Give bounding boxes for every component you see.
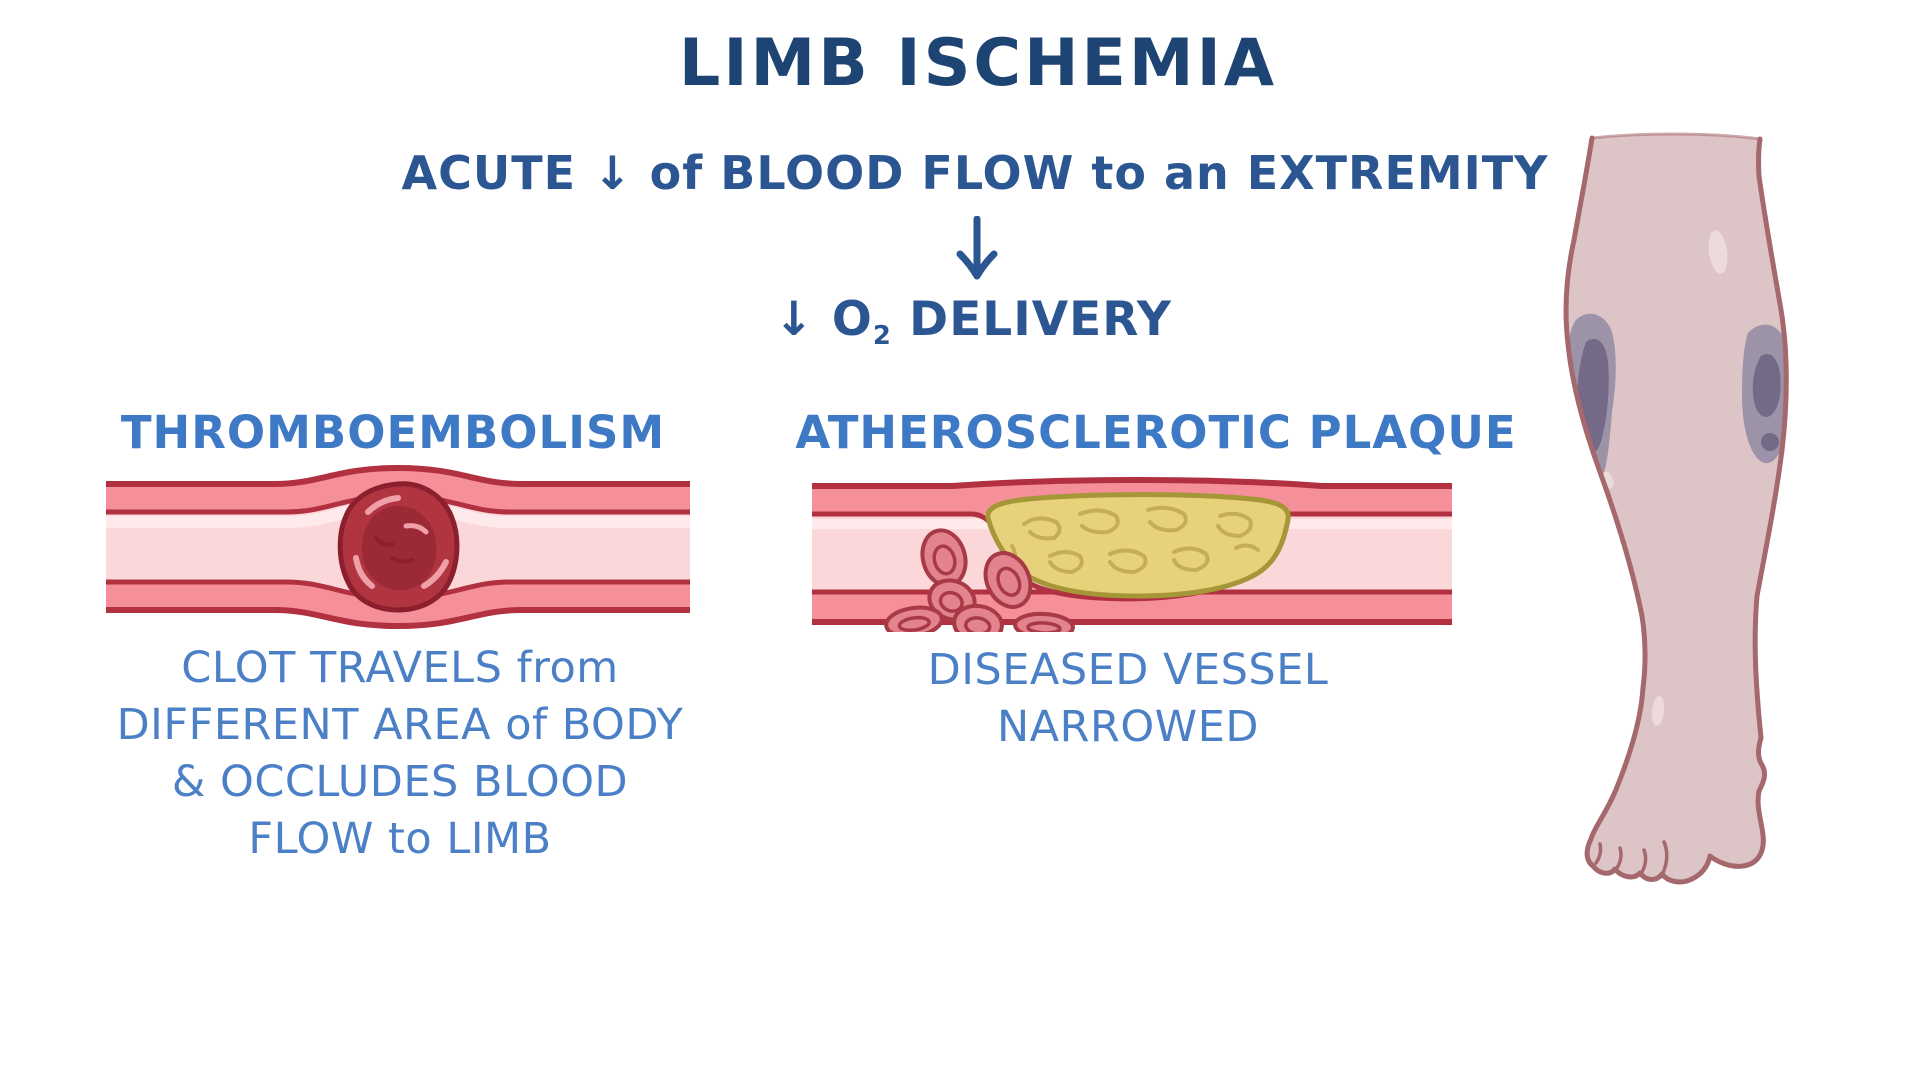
o2-suffix: DELIVERY [891,292,1172,347]
caption-line: & OCCLUDES BLOOD [171,757,629,807]
page-title: LIMB ISCHEMIA [678,26,1278,101]
thromboembolism-vessel-illustration [106,464,690,630]
o2-subscript: 2 [872,321,892,352]
red-blood-cell [920,528,968,588]
red-blood-cell [983,551,1033,609]
caption-line: NARROWED [997,702,1259,752]
thromboembolism-heading: THROMBOEMBOLISM [120,406,666,459]
o2-delivery-label: ↓ O2 DELIVERY [774,292,1172,351]
red-blood-cells [884,528,1075,632]
down-arrow-icon [956,216,998,280]
atherosclerotic-plaque [985,492,1291,599]
atherosclerosis-vessel-illustration [812,477,1452,632]
subtitle: ACUTE ↓ of BLOOD FLOW to an EXTREMITY [401,146,1549,200]
toe-lines [1594,840,1669,875]
caption-line: FLOW to LIMB [248,814,552,864]
skin-highlight [1602,230,1728,726]
caption-line: CLOT TRAVELS from [181,643,619,693]
o2-prefix: ↓ O [774,292,873,347]
red-blood-cell [884,605,944,632]
leg-skin [1566,134,1787,882]
red-blood-cell [1013,611,1075,632]
ischemic-leg-illustration [1563,132,1789,885]
atherosclerosis-heading: ATHEROSCLEROTIC PLAQUE [795,406,1517,459]
caption-line: DISEASED VESSEL [927,645,1329,695]
blood-clot [337,481,460,613]
atherosclerosis-caption: DISEASED VESSEL NARROWED [928,642,1329,756]
ischemic-patch-right [1742,324,1787,464]
thromboembolism-caption: CLOT TRAVELS from DIFFERENT AREA of BODY… [117,640,684,868]
caption-line: DIFFERENT AREA of BODY [116,700,684,750]
red-blood-cell [952,603,1004,632]
